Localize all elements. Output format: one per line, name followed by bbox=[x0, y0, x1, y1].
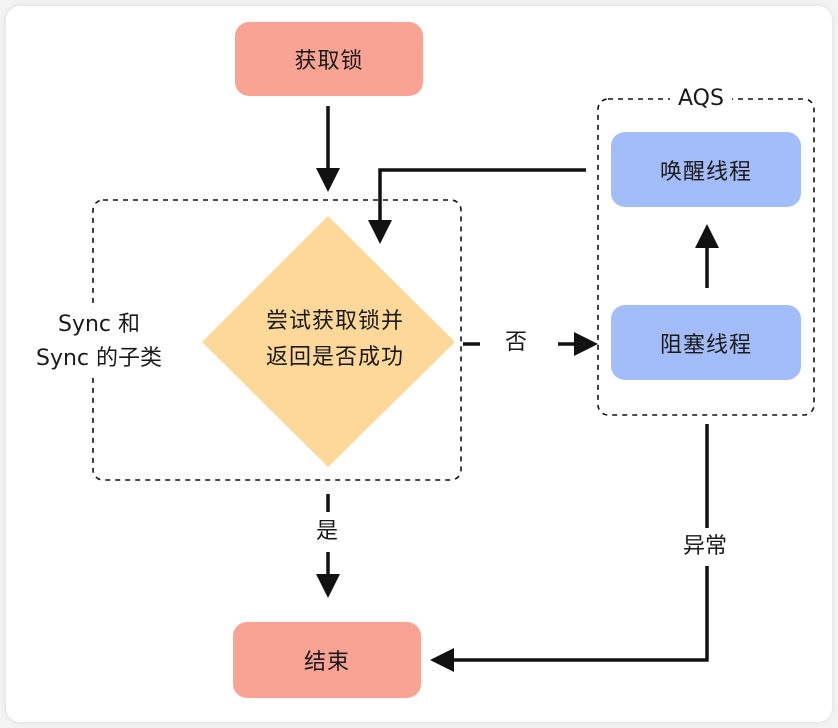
aqs-group-border bbox=[597, 98, 815, 416]
edge-wake-to-decision bbox=[378, 168, 586, 222]
node-acquire-lock: 获取锁 bbox=[235, 22, 423, 96]
decision-label: 尝试获取锁并 返回是否成功 bbox=[210, 304, 460, 376]
arrowhead-exception bbox=[430, 648, 454, 672]
node-wake-thread: 唤醒线程 bbox=[611, 132, 801, 207]
decision-label-line1: 尝试获取锁并 bbox=[265, 309, 404, 334]
sync-group-label: Sync 和 Sync 的子类 bbox=[18, 308, 180, 376]
node-block-thread-label: 阻塞线程 bbox=[659, 332, 752, 358]
edge-exception-to-end bbox=[452, 424, 709, 662]
node-end-label: 结束 bbox=[303, 650, 350, 675]
node-wake-thread-label: 唤醒线程 bbox=[659, 159, 752, 185]
arrowhead-up bbox=[695, 224, 719, 248]
node-block-thread: 阻塞线程 bbox=[611, 305, 801, 380]
arrowhead-wake bbox=[368, 220, 392, 244]
arrowhead-acquire bbox=[316, 168, 340, 192]
edge-label-exception: 异常 bbox=[683, 528, 728, 566]
edge-label-no: 否 bbox=[505, 328, 528, 358]
decision-label-line2: 返回是否成功 bbox=[265, 345, 404, 370]
sync-group-label-line2: Sync 的子类 bbox=[35, 346, 163, 371]
arrowhead-yes bbox=[316, 574, 340, 598]
node-end: 结束 bbox=[233, 622, 421, 698]
node-acquire-lock-label: 获取锁 bbox=[294, 49, 364, 74]
arrowhead-no bbox=[574, 332, 598, 356]
edge-label-yes: 是 bbox=[316, 517, 339, 547]
decision-diamond bbox=[202, 216, 455, 467]
sync-group-label-line1: Sync 和 bbox=[57, 312, 141, 337]
aqs-group-label: AQS bbox=[670, 84, 732, 114]
